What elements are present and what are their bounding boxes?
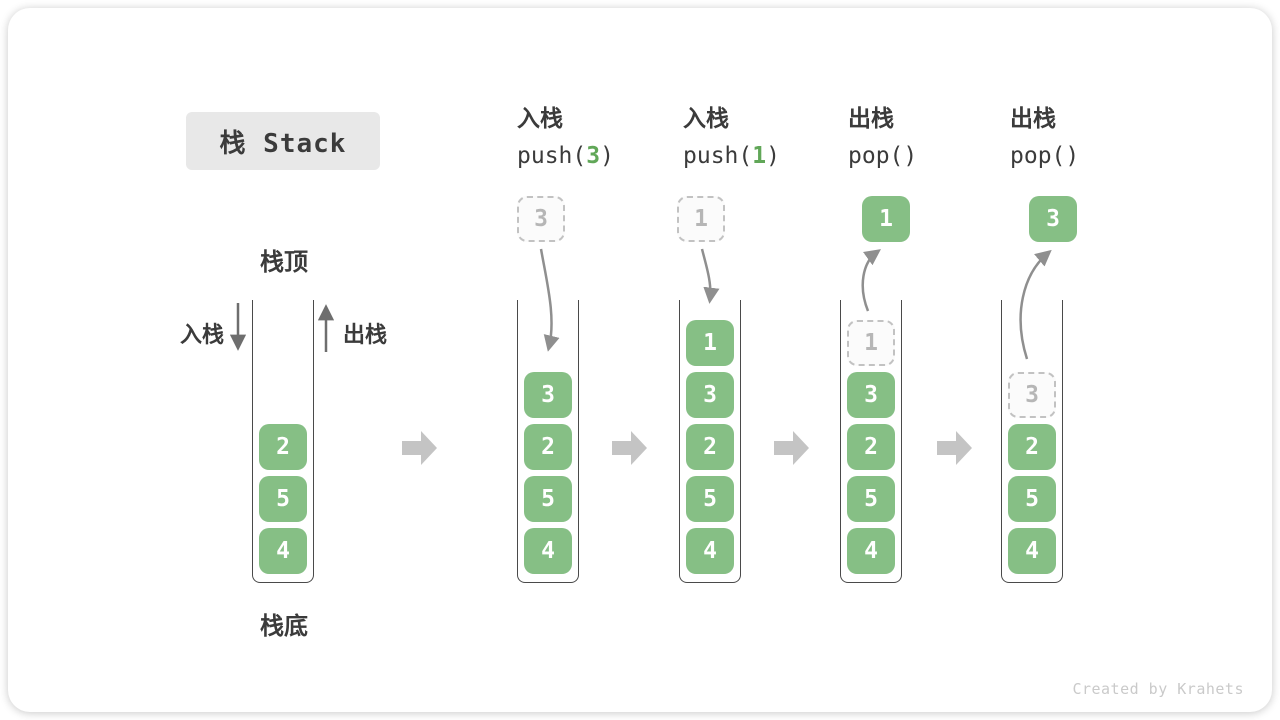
operation-arg: 3 [586,143,601,169]
stack-block: 5 [259,476,307,522]
step-arrow-icon-4 [937,431,972,465]
operation-label: 出栈 pop() [848,104,917,171]
operation-label: 入栈 push(3) [517,104,614,171]
stack-container [1001,300,1063,583]
stack-block: 5 [524,476,572,522]
stack-block: 2 [686,424,734,470]
stack-container [679,300,741,583]
step-arrow-icon-3 [774,431,809,465]
operation-code-text: push( [683,143,753,169]
stack-block: 2 [847,424,895,470]
operation-code: pop() [1010,141,1079,171]
stack-block: 5 [1008,476,1056,522]
incoming-item-ghost: 1 [677,196,725,242]
stack-block: 4 [524,528,572,574]
popped-slot-ghost: 3 [1008,372,1056,418]
popped-item: 3 [1029,196,1077,242]
stack-block: 4 [259,528,307,574]
operation-code: push(1) [683,141,780,171]
stack-container [252,300,314,583]
push-motion-arrow-2 [700,248,720,304]
step-arrow-icon-1 [402,431,437,465]
stack-block: 4 [686,528,734,574]
operation-arg: 1 [752,143,767,169]
step-arrow-icon-2 [612,431,647,465]
operation-name: 入栈 [683,106,729,132]
push-side-label: 入栈 [179,323,224,348]
diagram-title: 栈 Stack [186,112,380,170]
operation-code-text: ) [600,143,614,169]
popped-slot-ghost: 1 [847,320,895,366]
stack-block: 5 [847,476,895,522]
popped-item: 1 [862,196,910,242]
operation-code-text: pop() [1010,143,1080,169]
stack-bottom-label: 栈底 [260,612,308,640]
stack-top-label: 栈顶 [260,248,308,276]
operation-code-text: ) [766,143,780,169]
stack-block: 2 [259,424,307,470]
operation-code: push(3) [517,141,614,171]
pop-motion-arrow-2 [1019,249,1052,360]
stack-container [840,300,902,583]
operation-label: 入栈 push(1) [683,104,780,171]
stack-block: 3 [847,372,895,418]
stack-block: 2 [524,424,572,470]
operation-name: 出栈 [1010,106,1056,132]
operation-code-text: pop() [848,143,918,169]
stack-block: 4 [847,528,895,574]
stack-container [517,300,579,583]
stack-block: 3 [686,372,734,418]
stack-block: 5 [686,476,734,522]
stack-block: 3 [524,372,572,418]
stack-block: 1 [686,320,734,366]
pop-motion-arrow-1 [861,249,881,312]
watermark: Created by Krahets [1072,680,1244,698]
operation-code: pop() [848,141,917,171]
stack-block: 4 [1008,528,1056,574]
push-motion-arrow-1 [539,248,560,352]
operation-label: 出栈 pop() [1010,104,1079,171]
operation-code-text: push( [517,143,587,169]
operation-name: 出栈 [848,106,894,132]
stack-block: 2 [1008,424,1056,470]
incoming-item-ghost: 3 [517,196,565,242]
operation-name: 入栈 [517,106,563,132]
pop-side-label: 出栈 [343,323,388,348]
